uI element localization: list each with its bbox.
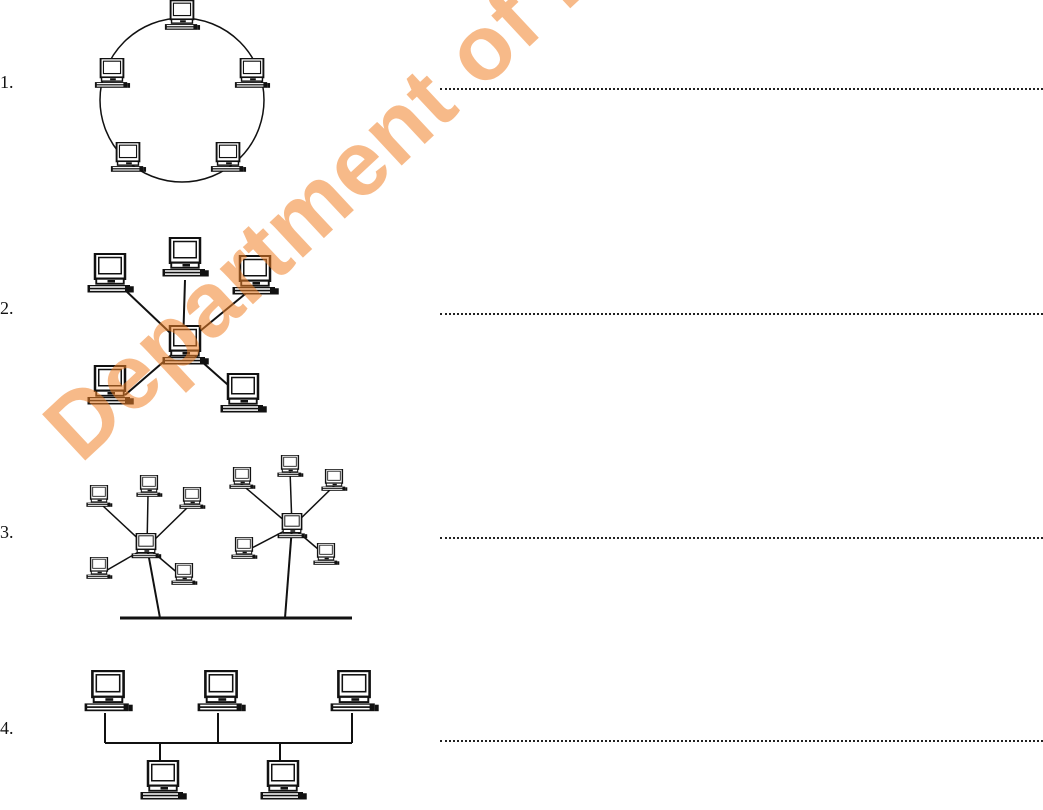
answer-line[interactable]	[440, 86, 1043, 90]
question-number: 3.	[0, 522, 14, 542]
ring-topology-icon	[93, 0, 271, 183]
star-topology-icon	[86, 237, 280, 414]
question-number: 2.	[0, 298, 14, 318]
bus-topology-icon	[83, 670, 380, 801]
answer-line[interactable]	[440, 311, 1043, 315]
answer-line[interactable]	[440, 535, 1043, 539]
answer-line[interactable]	[440, 738, 1043, 742]
question-number: 1.	[0, 72, 14, 92]
tree-topology-icon	[85, 455, 352, 620]
question-number: 4.	[0, 718, 14, 738]
